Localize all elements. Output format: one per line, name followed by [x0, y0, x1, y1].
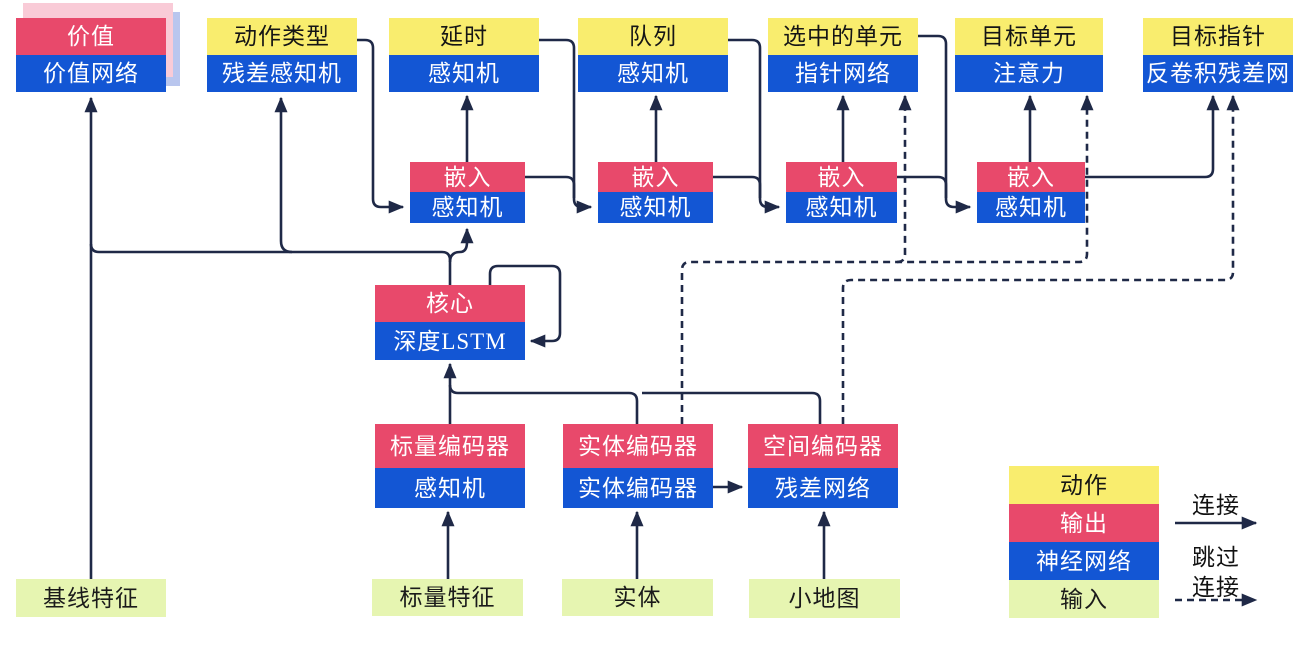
node-target-unit: 目标单元 注意力 [955, 18, 1103, 92]
node-queue-bottom: 感知机 [578, 55, 728, 92]
node-embed1: 嵌入 感知机 [410, 162, 525, 223]
edge-core-to-embed1 [448, 227, 474, 263]
node-queue: 队列 感知机 [578, 18, 728, 92]
node-scalar-encoder-bottom: 感知机 [375, 468, 525, 508]
node-action-type-top: 动作类型 [207, 18, 357, 55]
edge-entity-encoder-merge [448, 384, 639, 424]
input-baseline-features: 基线特征 [16, 579, 166, 617]
skip-entity-to-target-unit [680, 94, 1094, 424]
edge-action-type-to-embed1 [357, 38, 405, 214]
node-delay: 延时 感知机 [389, 18, 539, 92]
edge-embed1-out [525, 175, 576, 198]
node-spatial-encoder: 空间编码器 残差网络 [748, 424, 898, 508]
node-target-unit-bottom: 注意力 [955, 55, 1103, 92]
node-action-type: 动作类型 残差感知机 [207, 18, 357, 92]
node-embed1-bottom: 感知机 [410, 192, 525, 223]
node-target-point-bottom: 反卷积残差网 [1143, 55, 1293, 92]
node-selected-units-bottom: 指针网络 [768, 55, 918, 92]
node-spatial-encoder-top: 空间编码器 [748, 424, 898, 468]
legend-dashed-label-line2: 连接 [1192, 575, 1240, 600]
node-value-top: 价值 [16, 18, 166, 55]
node-delay-bottom: 感知机 [389, 55, 539, 92]
legend-network-label: 神经网络 [1009, 542, 1159, 580]
skip-spatial-to-target-point [841, 94, 1240, 424]
node-core-top: 核心 [375, 285, 525, 322]
node-embed4-top: 嵌入 [977, 162, 1085, 192]
legend-color-key: 动作 输出 神经网络 输入 [1009, 466, 1159, 618]
edge-spatial-encoder-merge [642, 391, 822, 424]
node-target-point-top: 目标指针 [1143, 18, 1293, 55]
node-target-unit-top: 目标单元 [955, 18, 1103, 55]
node-entity-encoder: 实体编码器 实体编码器 [563, 424, 713, 508]
node-value-bottom: 价值网络 [16, 55, 166, 92]
edge-delay-to-embed2 [539, 38, 593, 214]
input-entities-label: 实体 [562, 579, 713, 616]
node-selected-units-top: 选中的单元 [768, 18, 918, 55]
node-embed2: 嵌入 感知机 [598, 162, 713, 223]
input-scalar-features: 标量特征 [372, 579, 523, 616]
edge-selected-units-to-embed4 [918, 34, 972, 214]
legend-output-label: 输出 [1009, 504, 1159, 542]
edge-core-output-trunk [89, 243, 452, 285]
skip-entity-to-selected-units [896, 94, 912, 264]
legend-input-label: 输入 [1009, 580, 1159, 618]
edge-embed4-to-target-point [1085, 94, 1220, 179]
node-target-point: 目标指针 反卷积残差网 [1143, 18, 1293, 92]
input-scalar-features-label: 标量特征 [372, 579, 523, 616]
node-embed3-bottom: 感知机 [786, 192, 897, 223]
node-scalar-encoder: 标量编码器 感知机 [375, 424, 525, 508]
node-embed3: 嵌入 感知机 [786, 162, 897, 223]
node-core-bottom: 深度LSTM [375, 322, 525, 360]
node-embed4-bottom: 感知机 [977, 192, 1085, 223]
legend-action-label: 动作 [1009, 466, 1159, 504]
node-selected-units: 选中的单元 指针网络 [768, 18, 918, 92]
node-embed2-top: 嵌入 [598, 162, 713, 192]
edge-embed2-out [713, 175, 762, 198]
node-embed3-top: 嵌入 [786, 162, 897, 192]
node-scalar-encoder-top: 标量编码器 [375, 424, 525, 468]
node-delay-top: 延时 [389, 18, 539, 55]
input-baseline-features-label: 基线特征 [16, 579, 166, 617]
edge-core-to-action-type [274, 96, 293, 254]
node-queue-top: 队列 [578, 18, 728, 55]
input-entities: 实体 [562, 579, 713, 616]
node-embed1-top: 嵌入 [410, 162, 525, 192]
node-core: 核心 深度LSTM [375, 285, 525, 360]
node-entity-encoder-top: 实体编码器 [563, 424, 713, 468]
legend-solid-label: 连接 [1192, 493, 1240, 518]
edge-queue-to-embed3 [728, 38, 781, 214]
node-value: 价值 价值网络 [16, 18, 166, 92]
node-entity-encoder-bottom: 实体编码器 [563, 468, 713, 508]
input-minimap: 小地图 [749, 579, 900, 618]
edge-core-self-loop [488, 264, 562, 348]
edge-embed3-out [897, 175, 948, 198]
node-action-type-bottom: 残差感知机 [207, 55, 357, 92]
node-spatial-encoder-bottom: 残差网络 [748, 468, 898, 508]
input-minimap-label: 小地图 [749, 579, 900, 618]
node-embed4: 嵌入 感知机 [977, 162, 1085, 223]
node-embed2-bottom: 感知机 [598, 192, 713, 223]
legend-dashed-label-line1: 跳过 [1192, 545, 1240, 570]
